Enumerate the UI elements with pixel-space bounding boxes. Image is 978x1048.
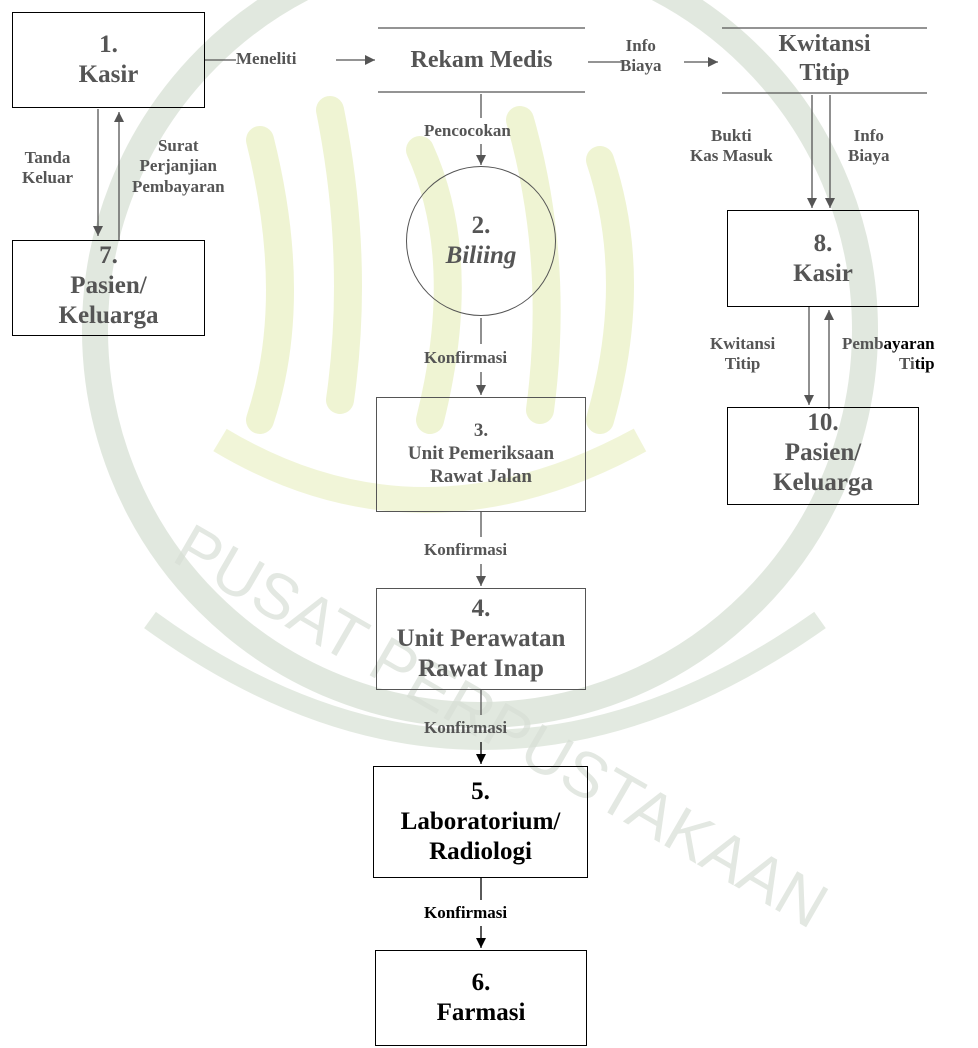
flow-label-line1: Kwitansi xyxy=(710,334,776,353)
process-name: Kasir xyxy=(793,259,853,287)
store-name-line1: Kwitansi xyxy=(778,31,871,57)
process-name: Kasir xyxy=(78,61,139,88)
process-name-line1: Pasien/ xyxy=(784,439,862,466)
store-rekam-medis: Rekam Medis xyxy=(378,46,585,75)
flow-label-info-biaya: Info Biaya xyxy=(620,36,662,77)
process-name-line1: Laboratorium/ xyxy=(400,808,561,835)
flow-label-kwitansi-titip: Kwitansi Titip xyxy=(710,334,775,375)
process-name-line2: Keluarga xyxy=(773,469,873,496)
flow-label-part: Ti xyxy=(898,354,915,374)
flow-label-line2: Kas Masuk xyxy=(690,146,773,166)
process-name-line2: Rawat Jalan xyxy=(430,465,532,487)
process-unit-perawatan: 4. Unit Perawatan Rawat Inap xyxy=(376,588,586,690)
process-laboratorium: 5. Laboratorium/ Radiologi xyxy=(373,766,588,878)
process-biliing: 2. Biliing xyxy=(406,166,556,316)
process-number: 7. xyxy=(99,242,118,269)
process-name: Farmasi xyxy=(436,999,526,1026)
flow-label-text: Konfirmasi xyxy=(424,540,508,559)
flow-label-surat-perjanjian: Surat Perjanjian Pembayaran xyxy=(132,136,225,197)
flow-label-line1: Info xyxy=(853,126,884,145)
entity-pasien-keluarga-10: 10. Pasien/ Keluarga xyxy=(727,407,919,505)
store-name-line2: Titip xyxy=(799,59,850,86)
flow-label-text: Meneliti xyxy=(236,49,297,68)
flow-label-pembayaran-titip: Pembayaran Titip xyxy=(842,334,935,375)
entity-pasien-keluarga-7: 7. Pasien/ Keluarga xyxy=(12,240,205,336)
process-name: Biliing xyxy=(445,242,517,269)
flow-label-part: Pemb xyxy=(842,334,884,353)
process-number: 3. xyxy=(473,420,489,442)
flow-label-line1: Surat xyxy=(157,136,199,155)
process-name-line2: Keluarga xyxy=(58,302,159,329)
flow-label-line1: Tanda xyxy=(24,148,71,167)
flow-label-text: Konfirmasi xyxy=(424,348,508,367)
flow-label-info-biaya-b: Info Biaya xyxy=(848,126,890,167)
process-name-line1: Pasien/ xyxy=(70,272,147,299)
flow-label-tanda-keluar: Tanda Keluar xyxy=(22,148,73,189)
store-kwitansi-titip: Kwitansi Titip xyxy=(722,30,927,88)
flow-label-line2: Perjanjian xyxy=(139,156,217,176)
flow-label-line1: Bukti xyxy=(711,126,752,145)
flow-label-text: Konfirmasi xyxy=(424,903,508,922)
flow-label-part: ayaran xyxy=(883,334,935,353)
process-number: 6. xyxy=(471,969,491,996)
process-number: 10. xyxy=(807,409,839,436)
flow-label-line2: Keluar xyxy=(22,168,73,188)
flow-label-konfirmasi-1: Konfirmasi xyxy=(424,347,507,370)
store-name: Rekam Medis xyxy=(410,47,553,73)
flow-label-konfirmasi-2: Konfirmasi xyxy=(424,539,507,562)
process-number: 2. xyxy=(471,212,491,239)
process-name-line1: Unit Pemeriksaan xyxy=(407,443,555,465)
process-unit-pemeriksaan: 3. Unit Pemeriksaan Rawat Jalan xyxy=(376,397,586,512)
flow-label-meneliti: Meneliti xyxy=(236,48,296,71)
flow-label-line3: Pembayaran xyxy=(132,176,225,196)
flow-label-konfirmasi-3: Konfirmasi xyxy=(424,717,507,740)
flow-label-line1: Info xyxy=(625,36,656,55)
flow-label-line2: Biaya xyxy=(620,56,662,76)
flow-label-line2: Titip xyxy=(724,354,761,374)
process-number: 5. xyxy=(471,778,490,805)
flow-label-part: tip xyxy=(914,354,935,374)
process-name-line1: Unit Perawatan xyxy=(396,625,566,652)
process-kasir-1: 1. Kasir xyxy=(12,12,205,108)
flow-label-bukti-kas-masuk: Bukti Kas Masuk xyxy=(690,126,773,167)
process-number: 4. xyxy=(471,595,491,622)
flow-label-text: Pencocokan xyxy=(424,121,511,140)
process-name-line2: Radiologi xyxy=(429,838,532,865)
process-number: 8. xyxy=(813,229,833,257)
flow-label-text: Konfirmasi xyxy=(424,718,508,737)
process-number: 1. xyxy=(99,31,118,58)
flow-label-konfirmasi-4: Konfirmasi xyxy=(424,902,507,925)
process-name-line2: Rawat Inap xyxy=(418,655,544,682)
process-farmasi: 6. Farmasi xyxy=(375,950,587,1046)
process-kasir-8: 8. Kasir xyxy=(727,210,919,307)
flow-label-pencocokan: Pencocokan xyxy=(424,120,511,143)
flow-label-line2: Biaya xyxy=(848,146,890,166)
